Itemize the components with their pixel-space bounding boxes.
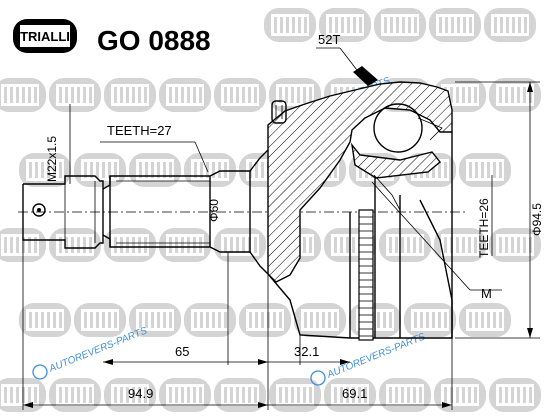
m-leader bbox=[371, 181, 471, 291]
dim-32-1-text: 32.1 bbox=[294, 344, 319, 359]
label-shaft-teeth: TEETH=27 bbox=[107, 123, 172, 138]
dim-94-9-text: 94.9 bbox=[128, 386, 153, 401]
trialli-logo: TRIALLI bbox=[13, 19, 77, 53]
dim-69-1 bbox=[268, 402, 452, 408]
dim-65-text: 65 bbox=[175, 344, 189, 359]
bell-housing-lower bbox=[267, 199, 453, 339]
dim-94-9 bbox=[23, 402, 268, 408]
shaft-teeth-leader bbox=[194, 141, 209, 173]
abs-teeth-pointer bbox=[316, 47, 378, 86]
logo-text: TRIALLI bbox=[20, 29, 70, 44]
label-thread: M22x1.5 bbox=[45, 136, 59, 182]
label-abs-teeth: 52T bbox=[318, 32, 340, 47]
dim-69-1-text: 69.1 bbox=[342, 386, 367, 401]
label-bell-teeth: TEETH=26 bbox=[477, 198, 491, 258]
label-shaft-diameter: Φ60 bbox=[207, 199, 221, 222]
inner-race bbox=[350, 103, 443, 211]
watermark-url-text-3: AUTOREVERS-PARTS bbox=[325, 331, 427, 381]
part-number: GO 0888 bbox=[97, 25, 211, 56]
dim-phi-94-5 bbox=[455, 81, 540, 339]
ball bbox=[373, 103, 423, 153]
label-m: M bbox=[481, 286, 492, 301]
dim-65 bbox=[103, 359, 268, 365]
threaded-stub bbox=[22, 175, 104, 249]
boot-clamp bbox=[271, 100, 287, 124]
bell-housing-section bbox=[267, 81, 453, 283]
label-bell-diameter: Φ94.5 bbox=[530, 203, 544, 236]
splined-shaft bbox=[102, 149, 269, 275]
abs-ring bbox=[358, 209, 374, 341]
dim-32-1 bbox=[268, 359, 350, 365]
